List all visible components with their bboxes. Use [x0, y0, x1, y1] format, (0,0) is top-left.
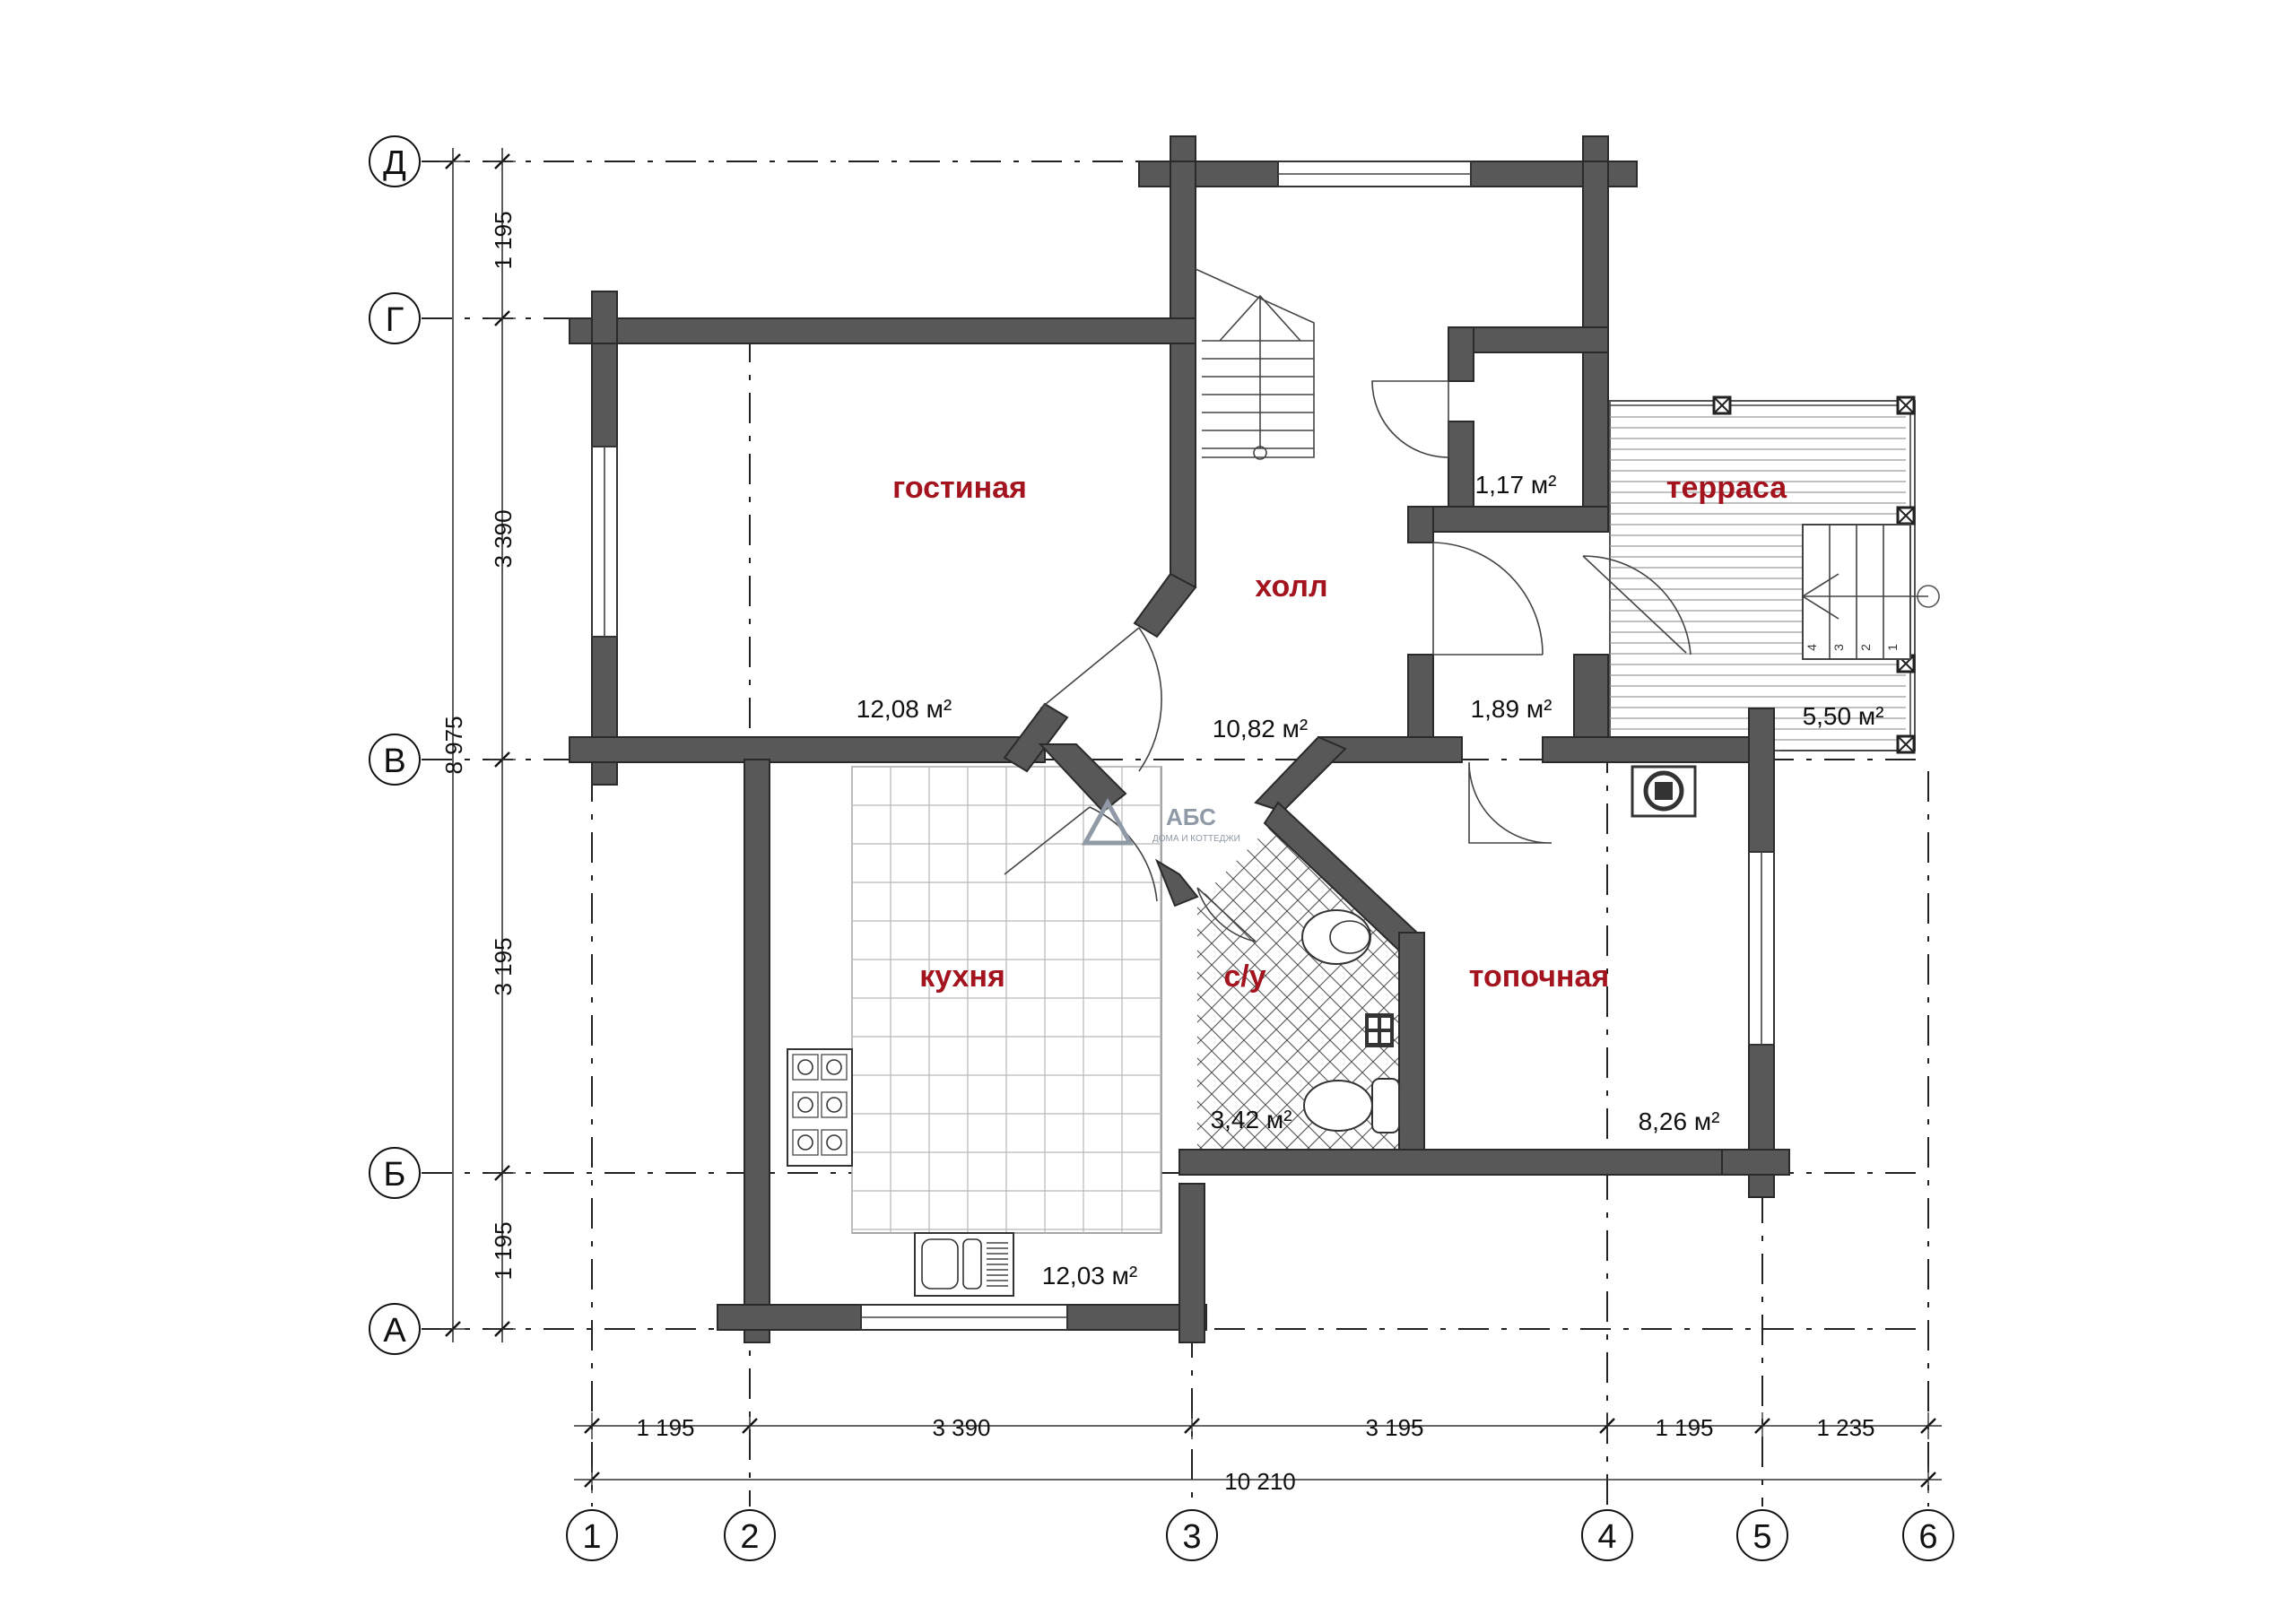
- svg-text:2: 2: [740, 1518, 759, 1556]
- room-boiler-name: топочная: [1469, 960, 1609, 994]
- dim-bottom-5: 1 235: [1816, 1414, 1874, 1441]
- svg-text:4: 4: [1597, 1518, 1616, 1556]
- axis-marker-2: 2: [724, 1509, 776, 1561]
- kitchen-tiles: [851, 766, 1162, 1234]
- room-living-name: гостиная: [892, 471, 1027, 505]
- dim-bottom-4: 1 195: [1655, 1414, 1713, 1441]
- dimensions-left: 1 195 3 390 3 195 1 195 8 975: [439, 148, 517, 1342]
- svg-text:Д: Д: [383, 144, 406, 182]
- room-living-area: 12,08 м²: [857, 695, 952, 723]
- room-kitchen-name: кухня: [919, 960, 1005, 994]
- dim-bottom-2: 3 390: [932, 1414, 990, 1441]
- dim-left-3: 3 195: [490, 937, 517, 995]
- axis-marker-1: 1: [566, 1509, 618, 1561]
- axis-marker-5: 5: [1736, 1509, 1788, 1561]
- dim-left-2: 3 390: [490, 509, 517, 568]
- stair-step-number: 3: [1831, 644, 1846, 651]
- axis-marker-6: 6: [1902, 1509, 1954, 1561]
- svg-text:Г: Г: [386, 301, 404, 339]
- axis-marker-v: В: [369, 734, 421, 786]
- boiler-icon: [1631, 765, 1697, 818]
- brand-logo: АБС ДОМА И КОТТЕДЖИ: [1081, 797, 1240, 846]
- toilet-icon: [1303, 1078, 1400, 1133]
- sink-icon: [914, 1232, 1014, 1297]
- room-hall-name: холл: [1255, 569, 1327, 604]
- svg-text:5: 5: [1752, 1518, 1771, 1556]
- stair-step-number: 1: [1885, 644, 1900, 651]
- water-heater-icon: [1365, 1013, 1394, 1047]
- room-labels: гостиная 12,08 м² холл 10,82 м² терраса …: [857, 471, 1884, 1290]
- axis-marker-d: Д: [369, 135, 421, 187]
- washbasin-icon: [1301, 909, 1371, 965]
- terrace-deck: [1609, 395, 1940, 754]
- svg-text:В: В: [383, 743, 405, 780]
- dim-bottom-3: 3 195: [1365, 1414, 1423, 1441]
- room-boiler-area: 8,26 м²: [1639, 1107, 1720, 1135]
- room-small-area: 1,89 м²: [1471, 695, 1552, 723]
- fixtures: [787, 765, 1697, 1297]
- svg-text:А: А: [383, 1312, 406, 1350]
- room-terrace-area: 5,50 м²: [1803, 702, 1884, 730]
- terrace-stair-numbers: 4 3 2 1: [1805, 644, 1900, 651]
- dim-bottom-1: 1 195: [636, 1414, 694, 1441]
- axis-marker-a: А: [369, 1303, 421, 1355]
- windows: [591, 161, 1775, 1331]
- room-kitchen-area: 12,03 м²: [1042, 1262, 1137, 1290]
- dim-bottom-total: 10 210: [1224, 1468, 1296, 1495]
- axis-marker-4: 4: [1581, 1509, 1633, 1561]
- main-stair: [1195, 268, 1315, 460]
- stair-step-number: 4: [1805, 644, 1819, 651]
- dim-left-4: 1 195: [490, 1221, 517, 1280]
- stair-step-number: 2: [1858, 644, 1873, 651]
- logo-name: АБС: [1166, 803, 1216, 830]
- room-wc-name: с/у: [1223, 960, 1265, 994]
- svg-text:6: 6: [1918, 1518, 1937, 1556]
- logo-subtitle: ДОМА И КОТТЕДЖИ: [1152, 834, 1240, 844]
- room-terrace-name: терраса: [1666, 471, 1787, 505]
- dimensions-bottom: 1 195 3 390 3 195 1 195 1 235 10 210: [574, 1412, 1942, 1495]
- svg-text:3: 3: [1182, 1518, 1201, 1556]
- room-closet-area: 1,17 м²: [1475, 471, 1557, 499]
- svg-text:Б: Б: [384, 1156, 406, 1194]
- svg-text:1: 1: [582, 1518, 601, 1556]
- axis-marker-g: Г: [369, 292, 421, 344]
- axis-marker-b: Б: [369, 1147, 421, 1199]
- room-hall-area: 10,82 м²: [1213, 715, 1308, 743]
- stove-icon: [787, 1048, 853, 1167]
- axis-marker-3: 3: [1166, 1509, 1218, 1561]
- dim-left-total: 8 975: [440, 716, 467, 774]
- dim-left-1: 1 195: [490, 211, 517, 269]
- axis-markers: Д Г В Б А 1 2 3: [369, 135, 1954, 1561]
- room-wc-area: 3,42 м²: [1211, 1106, 1292, 1133]
- walls: [569, 135, 1790, 1343]
